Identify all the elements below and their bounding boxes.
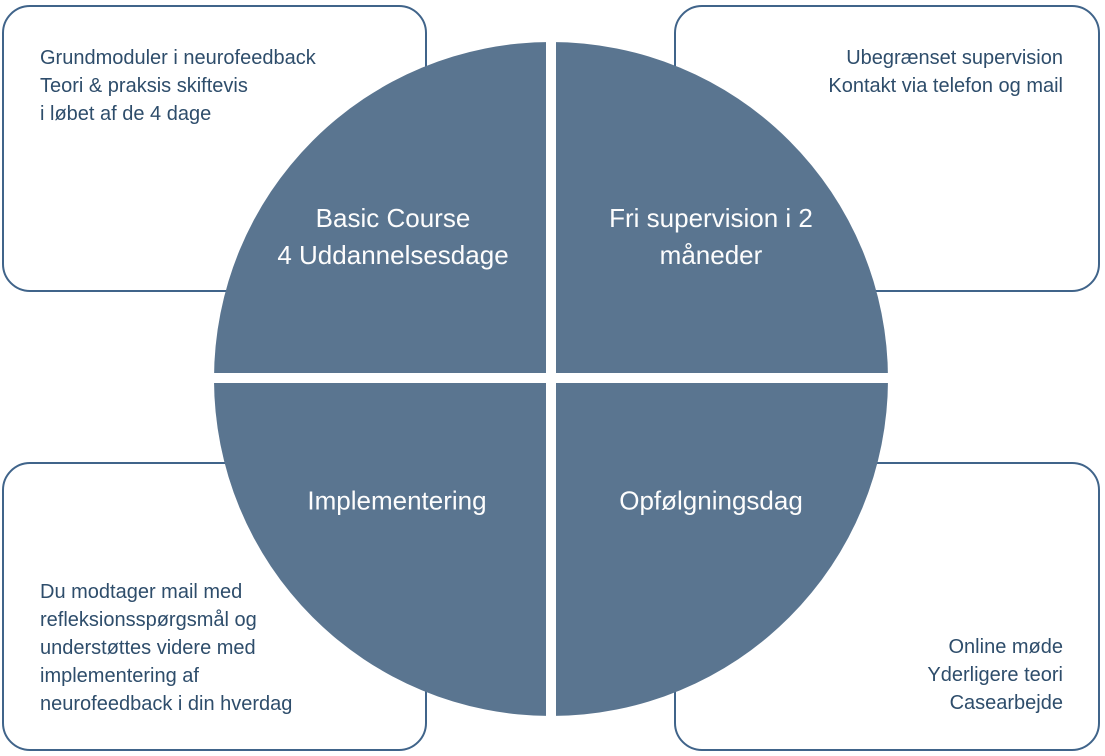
quadrant-divider-horizontal [214,373,888,383]
quadrant-label-line: måneder [659,240,763,270]
quadrant-label-line: Basic Course [315,203,471,233]
note-text-opfoelgningsdag: Online møde Yderligere teori Casearbejde [927,633,1063,717]
note-line: refleksionsspørgsmål og [40,609,257,631]
note-line: i løbet af de 4 dage [40,103,212,125]
note-text-implementering: Du modtager mail med refleksionsspørgsmå… [40,578,292,718]
quadrant-label-fri-supervision: Fri supervision i 2 måneder [609,200,813,274]
note-text-fri-supervision: Ubegrænset supervision Kontakt via telef… [828,44,1063,100]
note-line: Du modtager mail med [40,581,243,603]
note-line: Grundmoduler i neurofeedback [40,47,316,69]
note-line: Kontakt via telefon og mail [828,75,1063,97]
quadrant-label-opfoelgningsdag: Opfølgningsdag [619,483,803,520]
quadrant-label-line: 4 Uddannelsesdage [277,240,509,270]
quadrant-label-basic-course: Basic Course 4 Uddannelsesdage [277,200,508,274]
note-text-basic-course: Grundmoduler i neurofeedback Teori & pra… [40,44,316,128]
quadrant-label-line: Implementering [307,485,487,516]
note-line: understøttes videre med [40,637,256,659]
quadrant-label-implementering: Implementering [307,483,486,520]
quadrant-label-line: Opfølgningsdag [619,485,803,516]
note-line: Yderligere teori [927,664,1063,686]
quadrant-label-line: Fri supervision i 2 [609,203,813,233]
note-line: Online møde [948,636,1064,658]
note-line: neurofeedback i din hverdag [40,693,293,715]
note-line: implementering af [40,665,199,687]
note-line: Casearbejde [949,692,1063,714]
note-line: Ubegrænset supervision [846,47,1063,69]
note-line: Teori & praksis skiftevis [40,75,248,97]
